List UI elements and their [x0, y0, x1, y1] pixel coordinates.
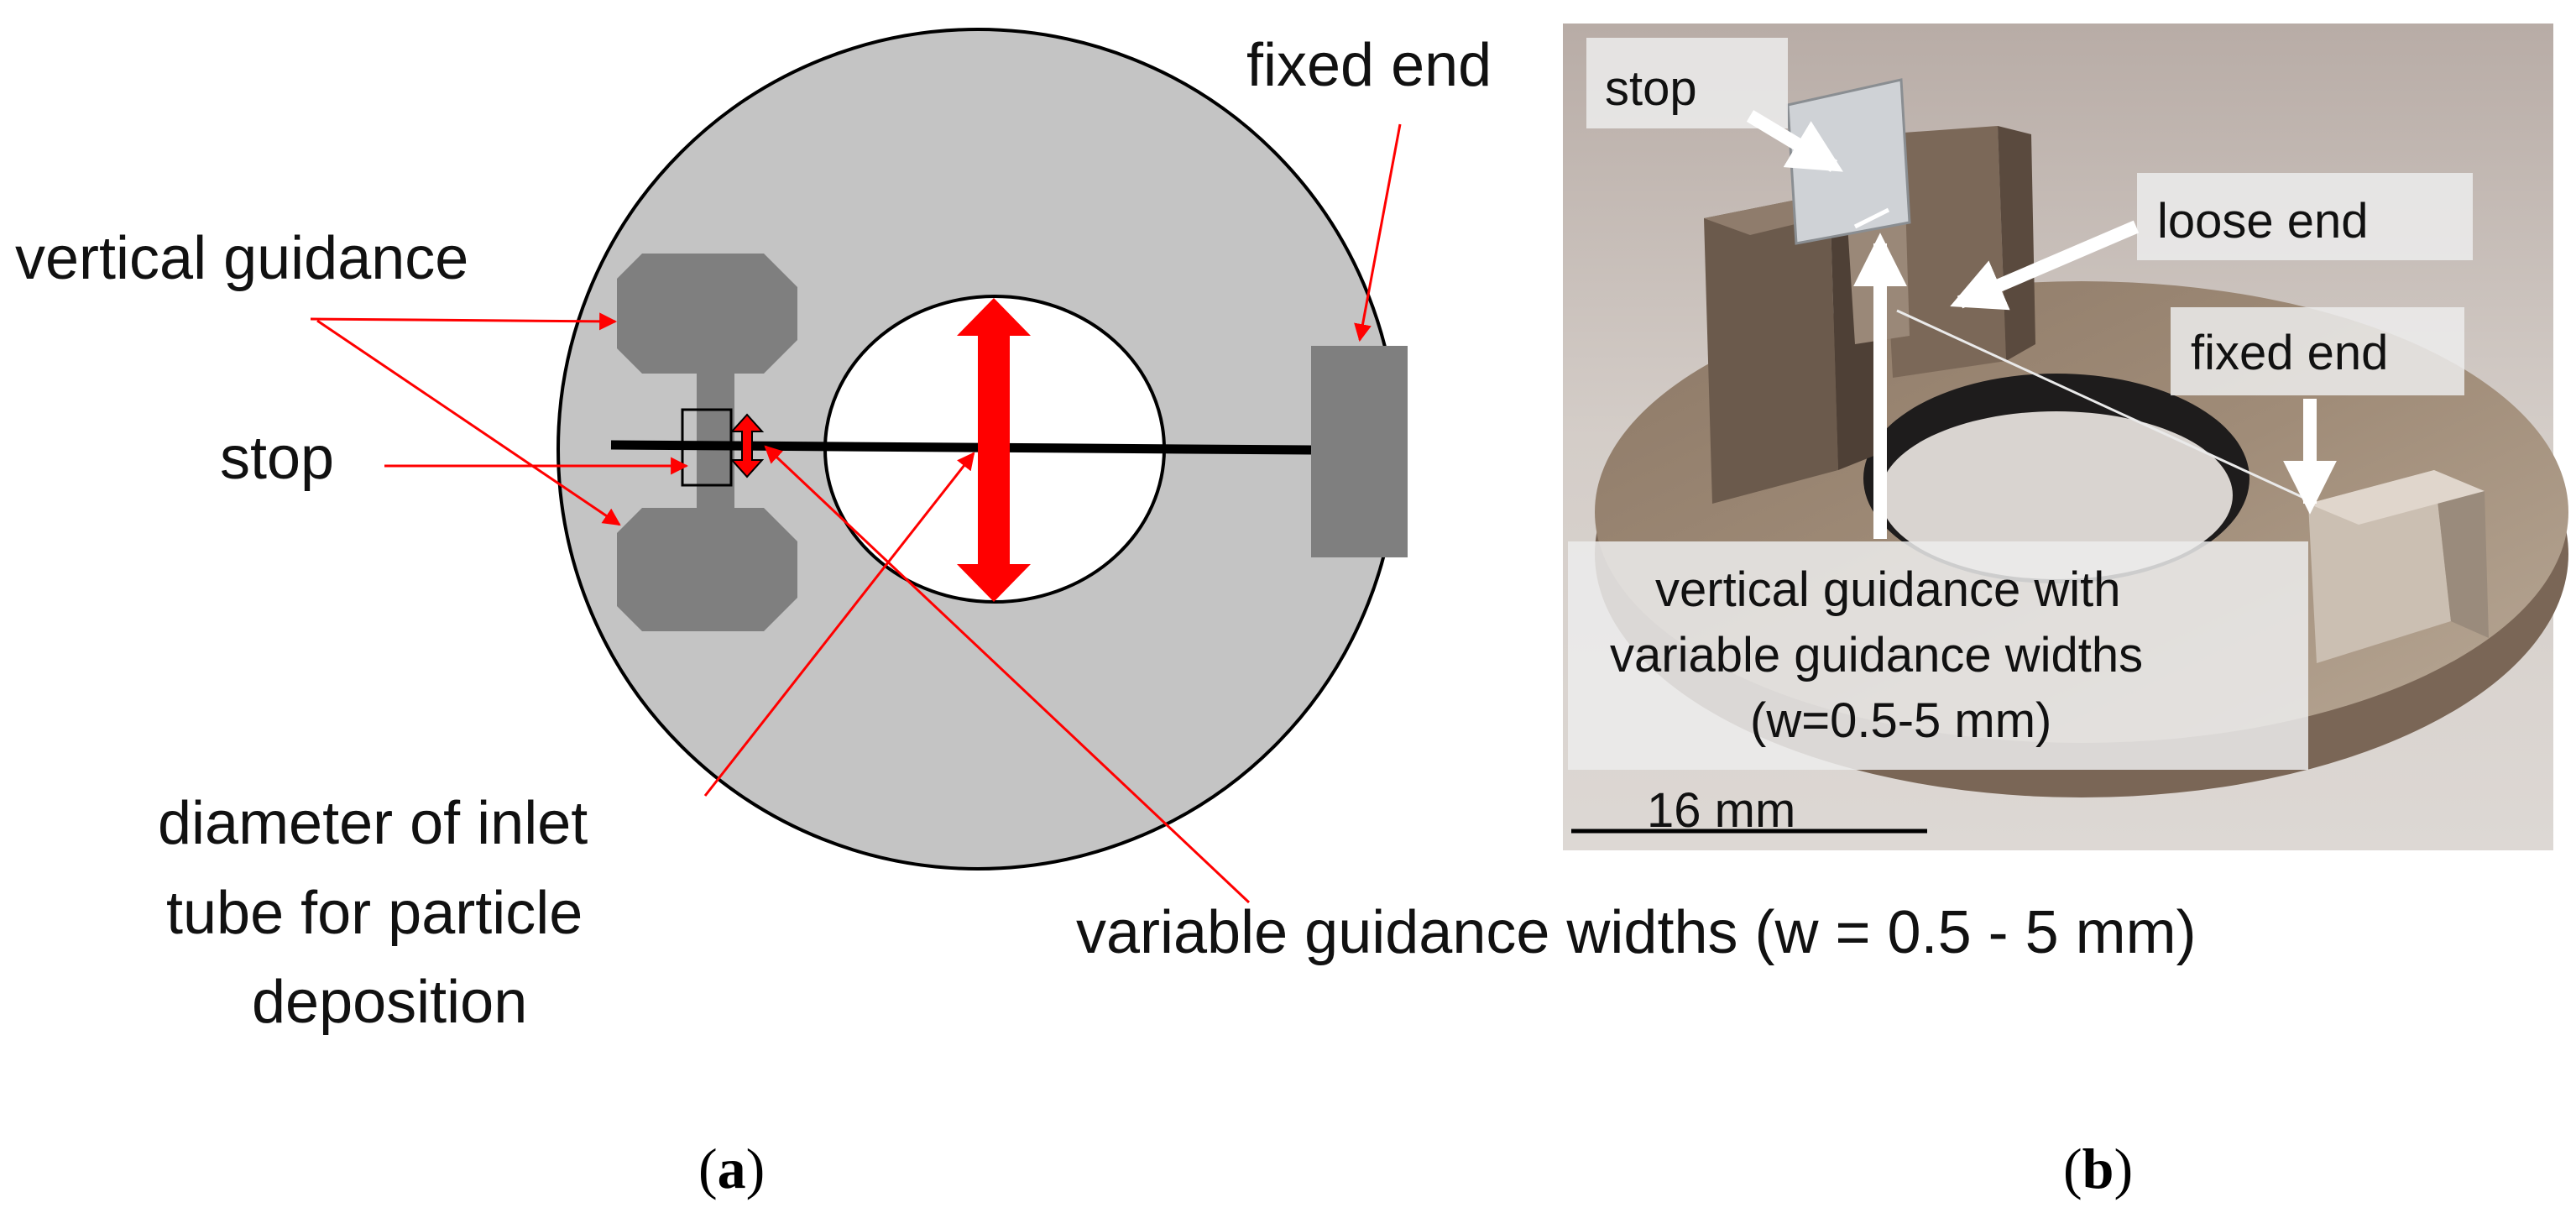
photo-arrow-stop — [1746, 110, 1843, 172]
photo-label-vertical-line2: variable guidance widths — [1610, 628, 2143, 682]
photo-disk-hole-inner — [1880, 411, 2233, 579]
photo-label-vertical-line3: (w=0.5-5 mm) — [1750, 693, 2051, 748]
stop-box — [681, 408, 733, 487]
caption-a: (a) — [698, 1137, 765, 1200]
label-fixed-end-a: fixed end — [1246, 32, 1492, 99]
vertical-guidance-block-top — [617, 254, 797, 374]
label-vertical-guidance: vertical guidance — [15, 225, 468, 292]
vertical-guidance-neck — [697, 369, 734, 512]
panel-a-diagram: fixed end vertical guidance stop diamete… — [15, 28, 2197, 1200]
label-variable-widths: variable guidance widths (w = 0.5 - 5 mm… — [1076, 899, 2197, 966]
photo-label-fixed-end: fixed end — [2191, 326, 2388, 380]
label-diameter-line3: deposition — [252, 969, 527, 1036]
vertical-guidance-block-bottom — [617, 508, 797, 631]
photo-label-loose-end: loose end — [2157, 194, 2369, 248]
photo-label-box-loose-end — [2137, 173, 2473, 260]
photo-arrow-loose-end — [1950, 220, 2140, 311]
label-stop-a: stop — [220, 425, 334, 492]
photo-stop-plate — [1786, 78, 1911, 245]
vertical-guidance-pointer-top — [310, 312, 618, 331]
label-diameter-line2: tube for particle — [166, 880, 583, 947]
photo-fiber — [1896, 309, 2317, 505]
caption-b: (b) — [2063, 1137, 2133, 1200]
photo-scale-label: 16 mm — [1647, 783, 1795, 838]
photo-gap-arrow — [1853, 207, 1890, 229]
fixed-end-block — [1311, 346, 1408, 557]
vertical-guidance-pointer-bottom — [316, 319, 621, 526]
fiber-line — [610, 440, 1312, 455]
photo-label-stop: stop — [1605, 61, 1697, 116]
photo-guidance-block — [1704, 126, 2035, 504]
diameter-pointer — [703, 452, 975, 797]
photo-white-arrows — [1746, 110, 2337, 539]
photo-label-box-fixed-end — [2171, 307, 2464, 395]
guidance-width-arrow — [729, 413, 765, 478]
photo-label-vertical-line1: vertical guidance with — [1655, 562, 2121, 617]
photo-fixed-end-block — [2308, 470, 2489, 663]
diameter-arrow — [957, 298, 1031, 602]
fixed-end-pointer — [1354, 123, 1402, 342]
photo-label-box-vertical — [1568, 541, 2308, 770]
variable-widths-pointer — [764, 445, 1251, 904]
panel-b-photo: stop loose end fixed end vertical guidan… — [1563, 24, 2568, 1200]
panel-a-annotation-lines — [310, 123, 1402, 904]
label-diameter-line1: diameter of inlet — [158, 790, 588, 857]
